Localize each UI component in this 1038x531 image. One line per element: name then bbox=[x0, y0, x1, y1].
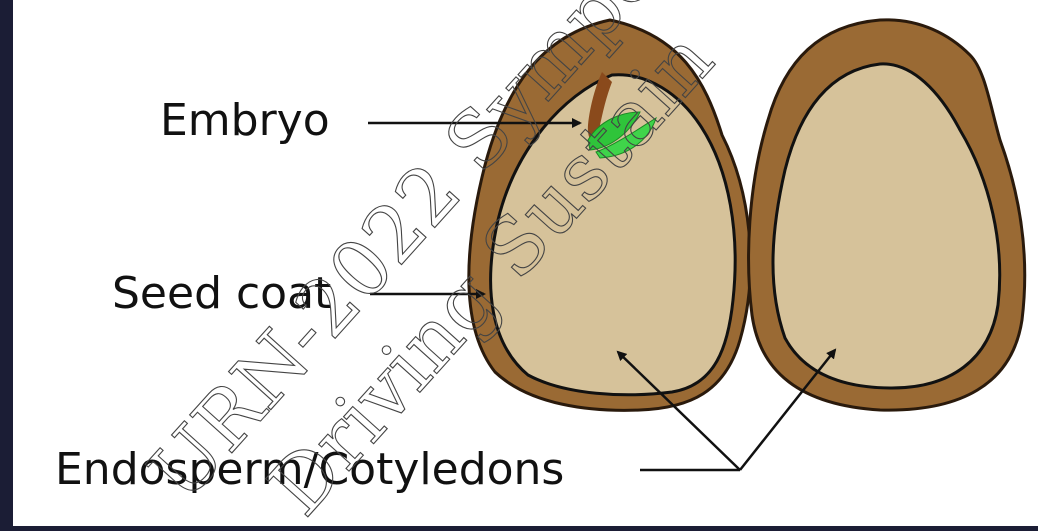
seed-diagram: Embryo Seed coat Endosperm/Cotyledons UR… bbox=[13, 0, 1038, 526]
right-seed bbox=[749, 20, 1025, 410]
embryo-label: Embryo bbox=[160, 95, 330, 146]
figure-panel: Embryo Seed coat Endosperm/Cotyledons UR… bbox=[13, 0, 1038, 526]
